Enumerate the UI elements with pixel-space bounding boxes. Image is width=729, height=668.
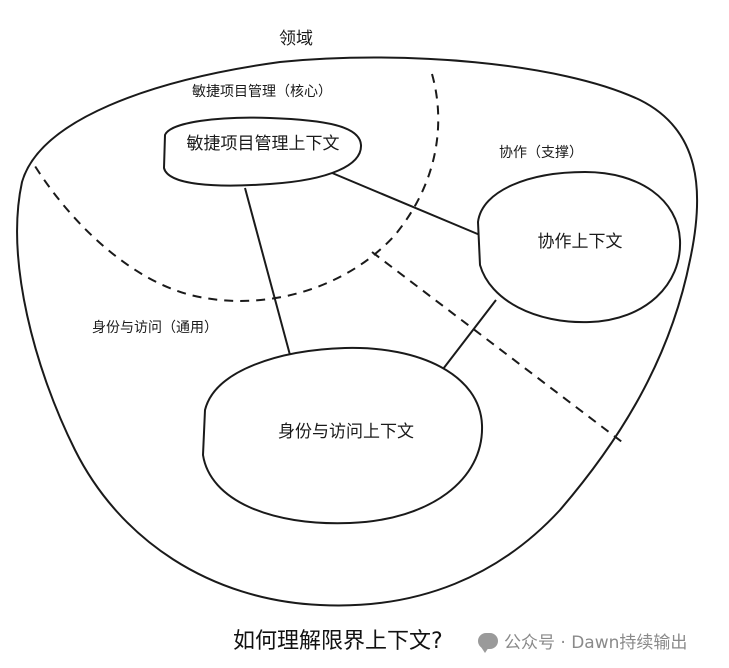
link-agile-collab xyxy=(324,169,481,236)
chat-bubble-icon xyxy=(478,632,498,653)
agile-context-label: 敏捷项目管理上下文 xyxy=(187,134,340,154)
identity-context-shape xyxy=(201,346,484,525)
watermark: 公众号 · Dawn持续输出 xyxy=(478,628,687,653)
core-boundary-dashed xyxy=(32,73,440,302)
link-agile-identity xyxy=(244,187,291,356)
watermark-text: 公众号 · Dawn持续输出 xyxy=(504,633,688,653)
caption: 如何理解限界上下文? xyxy=(233,629,443,654)
generic-subdomain-label: 身份与访问（通用） xyxy=(92,320,218,336)
domain-boundary xyxy=(16,56,699,607)
collab-context-label: 协作上下文 xyxy=(538,232,623,252)
collab-context-shape xyxy=(476,170,682,324)
support-subdomain-label: 协作（支撑） xyxy=(499,145,583,161)
agile-context-shape xyxy=(162,116,363,187)
identity-context-label: 身份与访问上下文 xyxy=(278,422,414,442)
domain-label: 领域 xyxy=(279,29,313,49)
support-generic-dashed xyxy=(371,251,627,446)
core-subdomain-label: 敏捷项目管理（核心） xyxy=(192,84,332,100)
